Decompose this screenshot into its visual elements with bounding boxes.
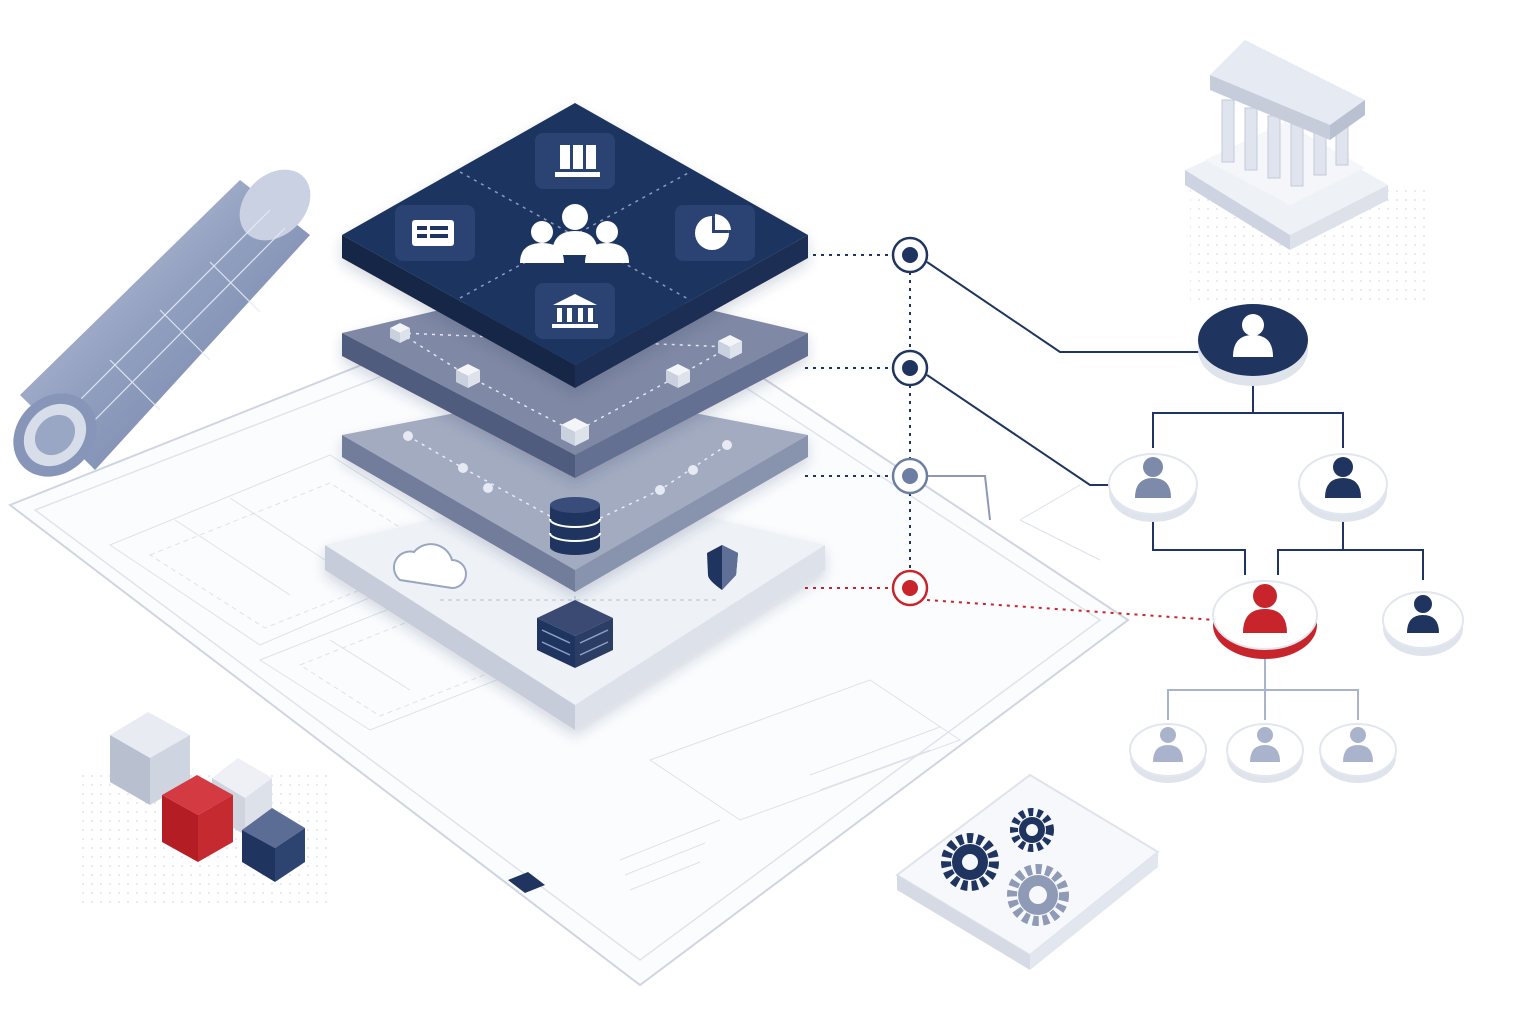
org-node-level4 [1319,723,1397,783]
user-icon [1243,584,1287,633]
layer-infrastructure [325,485,825,730]
gear-icon [941,833,999,891]
database-icon [549,497,601,555]
layer-links [805,254,911,570]
gear-icon [1010,808,1054,852]
bar-list-icon [535,133,615,189]
user-icon [1135,457,1171,498]
connector-integration [891,349,929,387]
bank-building-icon [1185,40,1388,250]
red-link [926,599,1216,621]
connector-infrastructure [891,569,929,607]
org-node-level2 [1108,453,1198,522]
user-icon [1343,727,1373,762]
org-root-node [1198,304,1308,386]
node-cube-icon [390,323,742,446]
server-icon [537,600,613,668]
gray-cube [110,712,190,805]
org-node-level4 [1226,723,1304,783]
org-links [926,261,1200,521]
connector-applications [891,236,929,274]
org-node-level3 [1382,591,1464,656]
sheet-marker [508,872,545,893]
team-icon [520,204,629,263]
blueprint-roll-icon [13,169,311,477]
org-node-level2 [1298,453,1388,522]
org-node-level4 [1129,723,1207,783]
user-icon [1407,595,1439,633]
user-icon [1233,314,1273,357]
navy-cube [242,808,305,882]
user-icon [1153,727,1183,762]
gears-card [895,773,1160,970]
shield-icon [707,545,738,590]
connector-data [891,457,929,495]
org-tree-lines [1152,382,1424,720]
bank-icon [535,283,615,339]
user-icon [1325,457,1361,498]
gear-icon [1007,864,1069,926]
report-icon [395,205,475,261]
red-cube [162,775,233,862]
pie-chart-icon [675,205,755,261]
user-icon [1250,727,1280,762]
org-node-highlighted [1212,580,1318,659]
layer-data [342,390,808,592]
cloud-icon [393,543,467,590]
